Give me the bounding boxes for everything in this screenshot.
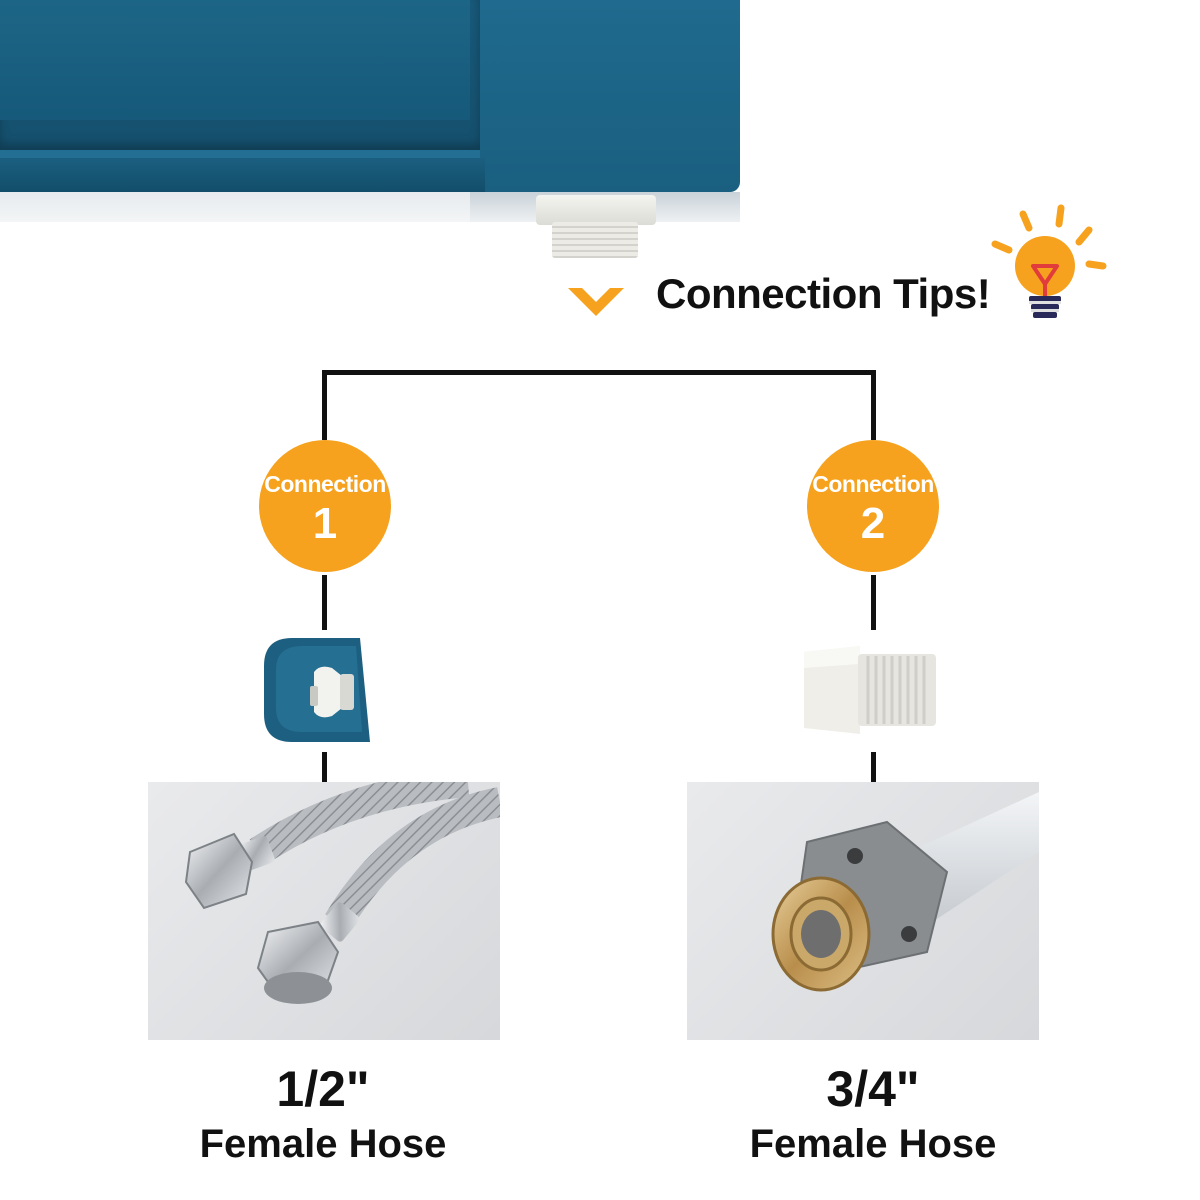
connector-line-top xyxy=(322,370,876,375)
connection-2-badge: Connection 2 xyxy=(807,440,939,572)
connection-1-fitting-image xyxy=(264,638,370,742)
connection-2-hose-photo xyxy=(687,782,1039,1040)
connection-2-hose-type: Female Hose xyxy=(749,1122,997,1166)
connection-1-size: 1/2" xyxy=(276,1061,370,1117)
garden-hose-illustration xyxy=(771,792,1039,992)
connection-2-number: 2 xyxy=(860,499,886,548)
product-unit-underside xyxy=(0,192,500,222)
connector-line-right-lower xyxy=(871,575,876,630)
connector-line-left-lower xyxy=(322,575,327,630)
outlet-fitting-nut xyxy=(536,195,656,225)
connection-1-hose-photo xyxy=(148,767,504,1040)
product-unit-ledge xyxy=(0,158,485,192)
connection-1-badge: Connection 1 xyxy=(259,440,391,572)
connection-2-label: Connection xyxy=(812,471,934,497)
connector-line-right-bottom xyxy=(871,752,876,782)
connection-2-size: 3/4" xyxy=(826,1061,920,1117)
connection-tips-title: Connection Tips! xyxy=(656,270,991,317)
braided-hose-illustration xyxy=(184,767,504,1004)
connection-1-hose-type: Female Hose xyxy=(199,1122,447,1166)
connection-2-fitting-image xyxy=(804,646,936,734)
connector-line-right xyxy=(871,370,876,440)
connector-line-left-bottom xyxy=(322,752,327,782)
connection-1-number: 1 xyxy=(312,499,338,548)
chevron-down-icon xyxy=(568,288,624,316)
light-bulb-icon xyxy=(991,204,1107,318)
connector-line-left xyxy=(322,370,327,440)
connection-1-label: Connection xyxy=(264,471,386,497)
outlet-fitting-thread xyxy=(552,222,638,258)
product-unit-recess xyxy=(0,0,470,120)
